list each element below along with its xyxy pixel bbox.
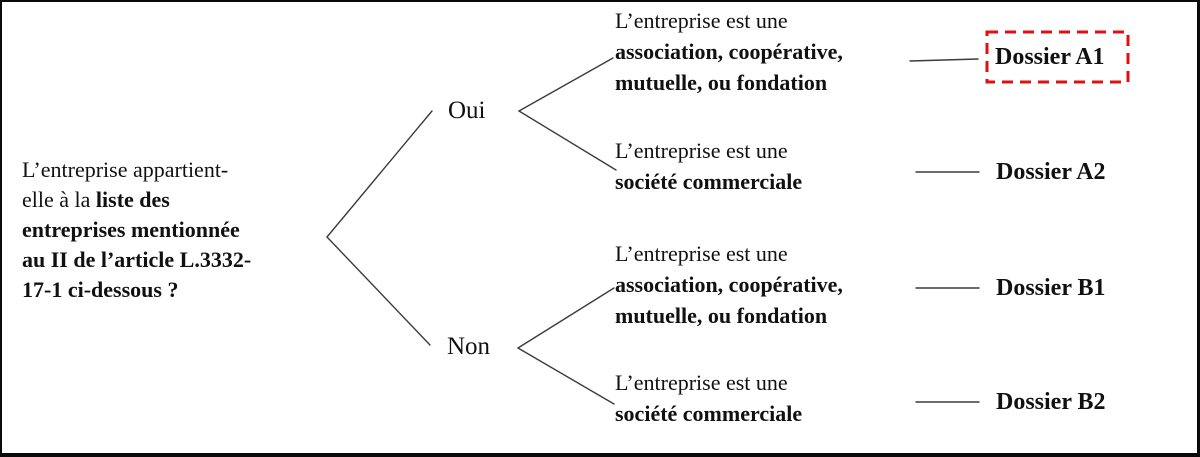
question-text: L’entreprise appartient-elle à la liste … [22,157,252,302]
dossier-b1-label: Dossier B1 [996,275,1106,301]
line-non-to-b1 [517,287,615,349]
dossier-a1-label: Dossier A1 [995,44,1105,70]
line-oui-to-a1 [518,57,614,112]
line-non-to-b2 [517,347,615,405]
connector-a1 [909,58,979,62]
line-root-to-oui [326,110,433,238]
line-oui-to-a2 [518,110,617,171]
dossier-b2-label: Dossier B2 [996,389,1106,415]
dossier-a2-label: Dossier A2 [996,159,1106,185]
branch-oui-label: Oui [448,97,486,124]
line-root-to-non [326,236,431,346]
branch-non-label: Non [447,333,491,360]
